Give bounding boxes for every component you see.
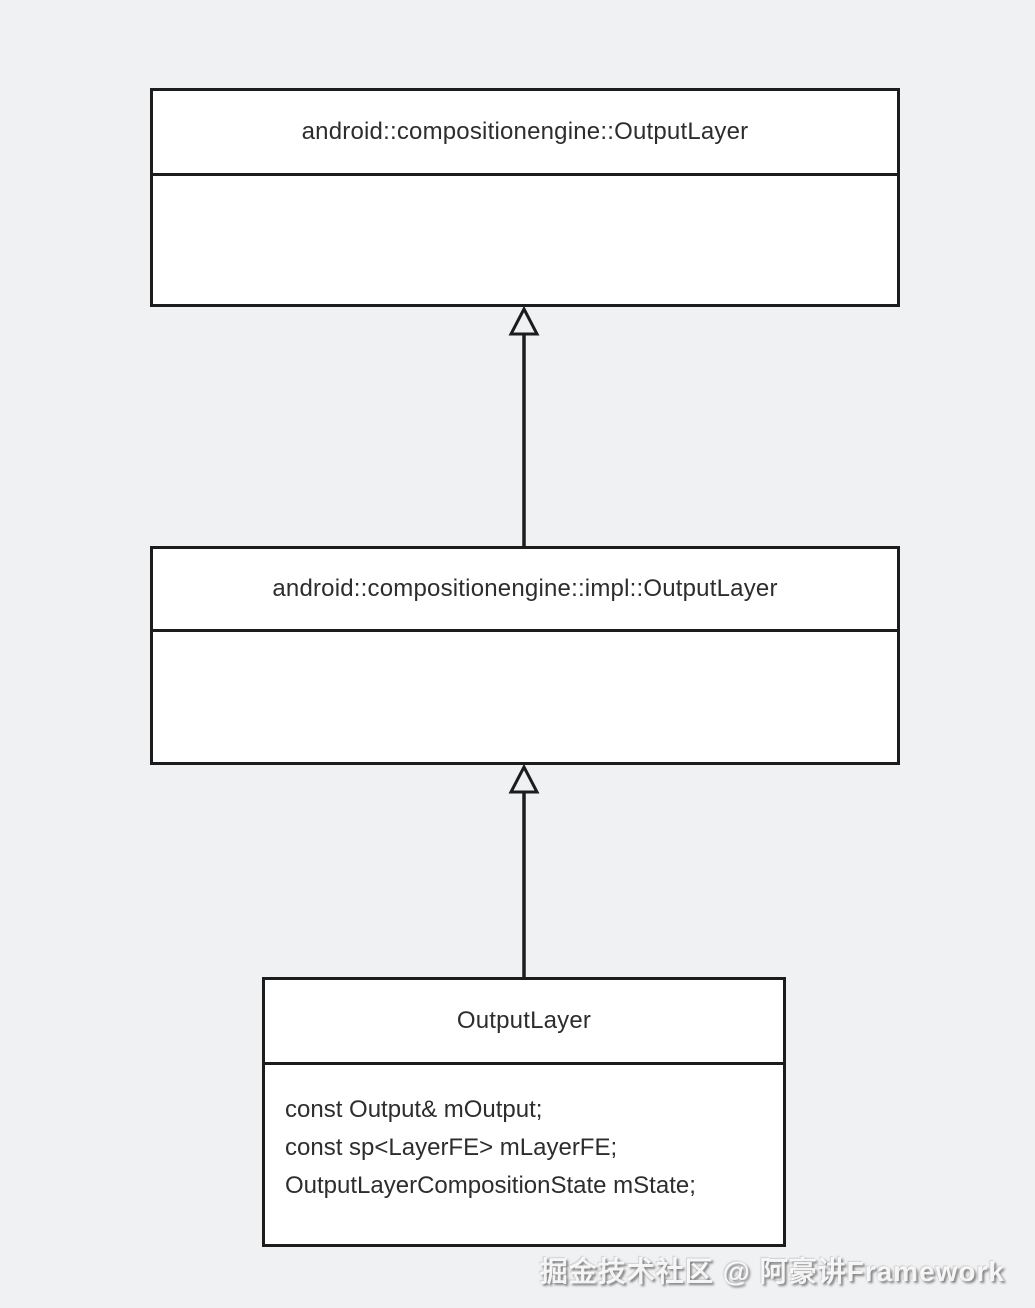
class-member: const sp<LayerFE> mLayerFE;: [285, 1134, 618, 1161]
class-members: const Output& mOutput; const sp<LayerFE>…: [265, 1065, 783, 1205]
class-members-empty: [153, 176, 897, 202]
class-box-compositionengine-outputlayer: android::compositionengine::OutputLayer: [150, 88, 900, 307]
watermark-text: 掘金技术社区 @ 阿豪讲Framework: [539, 1256, 1005, 1287]
class-name: android::compositionengine::impl::Output…: [153, 549, 897, 632]
class-name: OutputLayer: [265, 980, 783, 1065]
class-members-empty: [153, 632, 897, 658]
class-box-outputlayer: OutputLayer const Output& mOutput; const…: [262, 977, 786, 1247]
class-member: const Output& mOutput;: [285, 1096, 543, 1123]
class-member: OutputLayerCompositionState mState;: [285, 1172, 696, 1199]
class-box-impl-outputlayer: android::compositionengine::impl::Output…: [150, 546, 900, 765]
class-name: android::compositionengine::OutputLayer: [153, 91, 897, 176]
inheritance-arrow-icon: [508, 306, 540, 546]
inheritance-arrow-icon: [508, 764, 540, 977]
